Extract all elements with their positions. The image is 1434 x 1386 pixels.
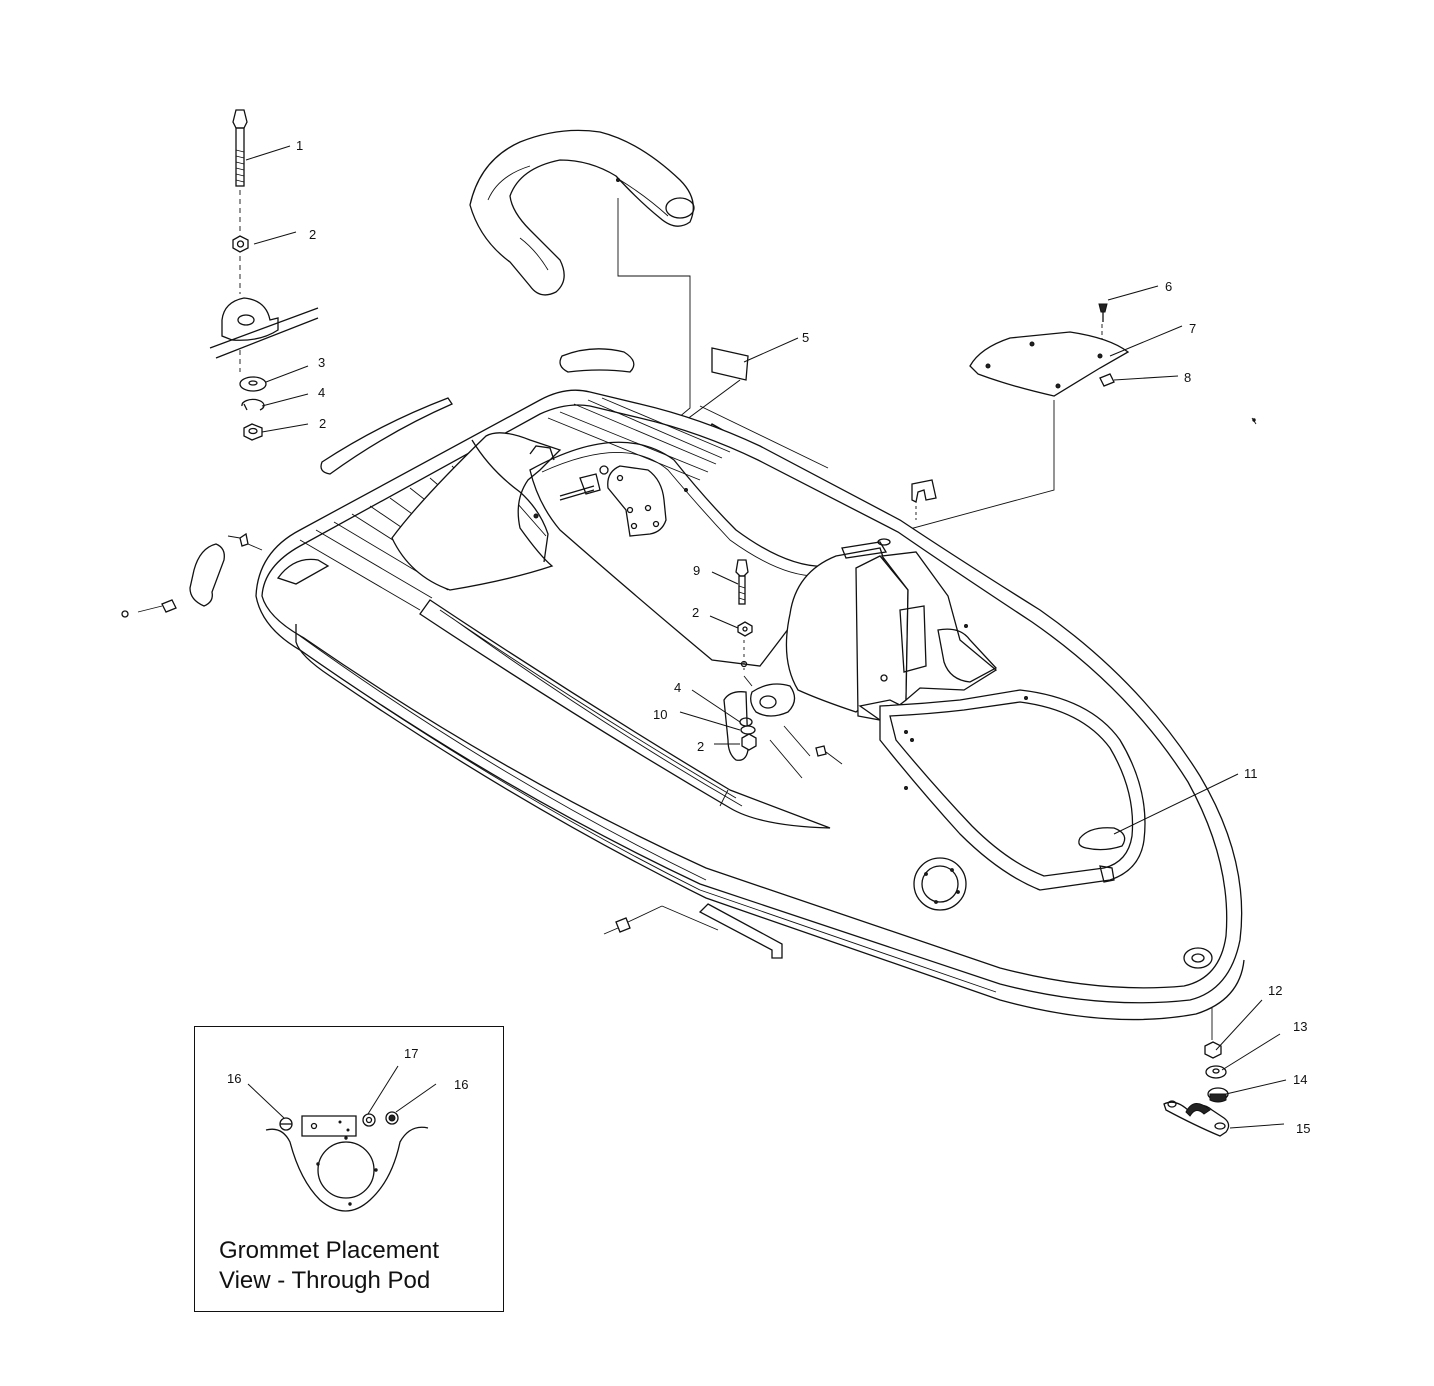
callout-13: 13 [1293, 1019, 1307, 1034]
callout-14: 14 [1293, 1072, 1307, 1087]
seat-pad [559, 348, 635, 373]
washer-part-13 [1205, 1065, 1227, 1079]
callout-2: 2 [319, 416, 326, 431]
small-screw [815, 745, 908, 790]
handle-bar [469, 129, 695, 296]
stud-bolt-part-1 [232, 109, 248, 187]
callout-3: 3 [318, 355, 325, 370]
callout-7: 7 [1189, 321, 1196, 336]
gunwale-trim-left [320, 397, 453, 475]
nut-part-2-bottom [741, 733, 757, 751]
bow-eye [1183, 947, 1213, 969]
callout-2: 2 [697, 739, 704, 754]
inset-pod-view [265, 1111, 429, 1212]
inset-caption-line-2: View - Through Pod [219, 1267, 431, 1294]
grommet-part-16-right [385, 1111, 399, 1125]
callout-2: 2 [309, 227, 316, 242]
spacer-part-14 [1207, 1087, 1229, 1103]
bracket-part-15 [1163, 1100, 1230, 1137]
cover-plate-part-7 [969, 331, 1130, 397]
oval-plug-part-11 [1078, 827, 1126, 851]
hull-deck [255, 389, 1245, 1021]
callout-11: 11 [1244, 766, 1258, 781]
callout-1: 1 [296, 138, 303, 153]
side-rub-rail [603, 903, 783, 959]
nut-part-12 [1204, 1041, 1222, 1059]
callout-16: 16 [454, 1077, 468, 1092]
steering-bracket [559, 465, 688, 537]
rear-bumper-trim [121, 532, 263, 618]
lock-washer-part-4-upper [241, 398, 265, 411]
callout-10: 10 [653, 707, 667, 722]
grommet-part-16-left [279, 1117, 293, 1131]
steering-column-lower [723, 675, 811, 779]
washer-part-3 [239, 376, 267, 392]
assembly-line [617, 198, 691, 419]
trim-line [699, 405, 829, 469]
callout-4: 4 [674, 680, 681, 695]
callout-12: 12 [1268, 983, 1282, 998]
callout-9: 9 [693, 563, 700, 578]
nut-part-2-lower-left [243, 423, 263, 441]
washer-part-10 [740, 725, 756, 735]
assembly-line [883, 400, 1055, 537]
inset-frame [194, 1026, 504, 1312]
decal-part-5 [711, 347, 749, 381]
callout-16: 16 [227, 1071, 241, 1086]
callout-15: 15 [1296, 1121, 1310, 1136]
nut-part-2-upper [232, 235, 249, 253]
steering-pod [785, 538, 998, 721]
handle-mount-bracket [209, 297, 319, 359]
clip-part-8 [1099, 373, 1115, 387]
inspection-port [913, 857, 967, 911]
grommet-part-17 [362, 1113, 376, 1127]
callout-8: 8 [1184, 370, 1191, 385]
inset-caption-line-1: Grommet Placement [219, 1237, 440, 1264]
inset-caption: Grommet Placement View - Through Pod [219, 1236, 439, 1296]
bracket-clip [911, 479, 937, 520]
callout-5: 5 [802, 330, 809, 345]
stud-part-9 [735, 559, 749, 605]
callout-6: 6 [1165, 279, 1172, 294]
callout-2: 2 [692, 605, 699, 620]
callout-17: 17 [404, 1046, 418, 1061]
callout-4: 4 [318, 385, 325, 400]
screw-part-6 [1098, 303, 1108, 322]
nut-part-2-center [737, 621, 753, 637]
